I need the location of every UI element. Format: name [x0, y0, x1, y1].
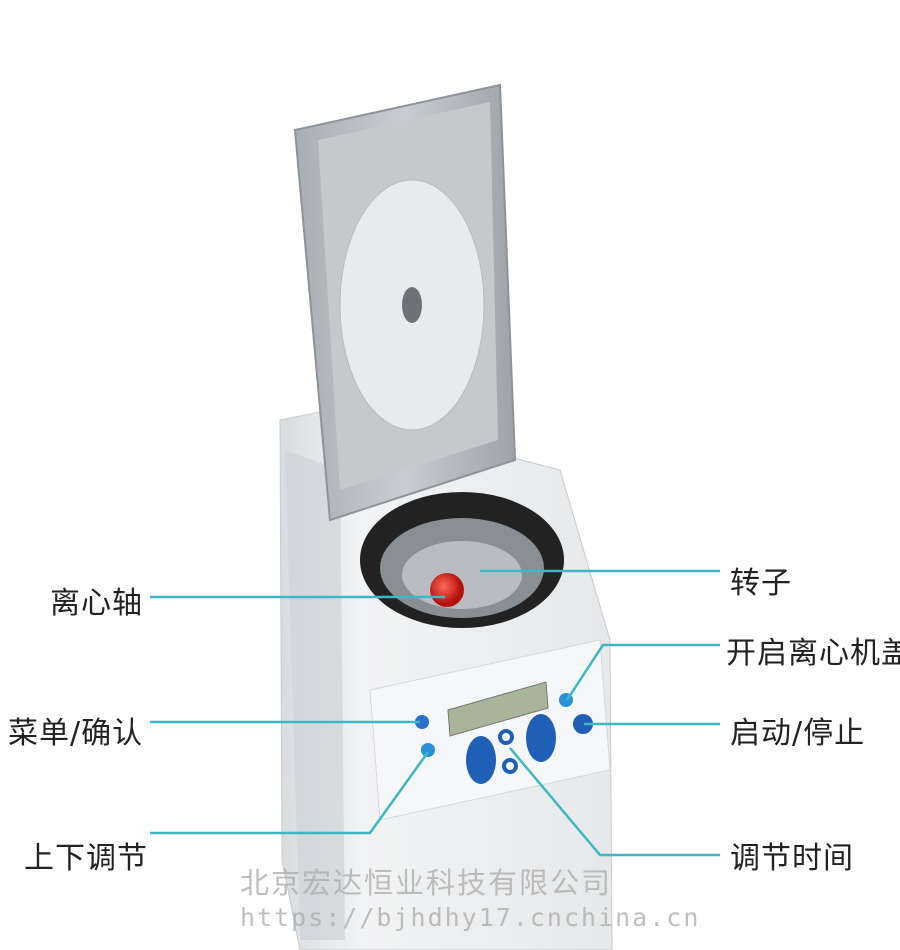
knob-right[interactable]	[526, 714, 556, 762]
up-down-button[interactable]	[421, 743, 435, 757]
leader-open-lid	[565, 643, 720, 701]
watermark-url: https://bjhdhy17.cnchina.cn	[240, 903, 701, 932]
time-down-button[interactable]	[502, 758, 518, 774]
side-vents	[285, 450, 345, 940]
label-rotor: 转子	[730, 566, 792, 601]
label-spindle: 离心轴	[50, 586, 143, 621]
rotor	[402, 541, 522, 609]
label-menu-confirm: 菜单/确认	[8, 716, 144, 751]
spindle	[430, 573, 464, 607]
leader-lines	[150, 569, 720, 857]
label-up-down: 上下调节	[24, 841, 148, 876]
menu-confirm-button[interactable]	[415, 715, 429, 729]
leader-time	[509, 747, 720, 857]
lid-disk-hole	[402, 287, 422, 323]
label-start-stop: 启动/停止	[730, 716, 866, 751]
start-stop-button[interactable]	[573, 714, 593, 734]
watermark-company: 北京宏达恒业科技有限公司	[240, 866, 613, 900]
label-open-lid: 开启离心机盖	[726, 636, 900, 671]
leader-up-down	[150, 751, 430, 835]
lcd-display	[447, 681, 549, 737]
label-adjust-time: 调节时间	[730, 841, 854, 876]
front-panel	[369, 639, 611, 821]
knob-left[interactable]	[466, 736, 496, 784]
time-up-button[interactable]	[498, 729, 514, 745]
